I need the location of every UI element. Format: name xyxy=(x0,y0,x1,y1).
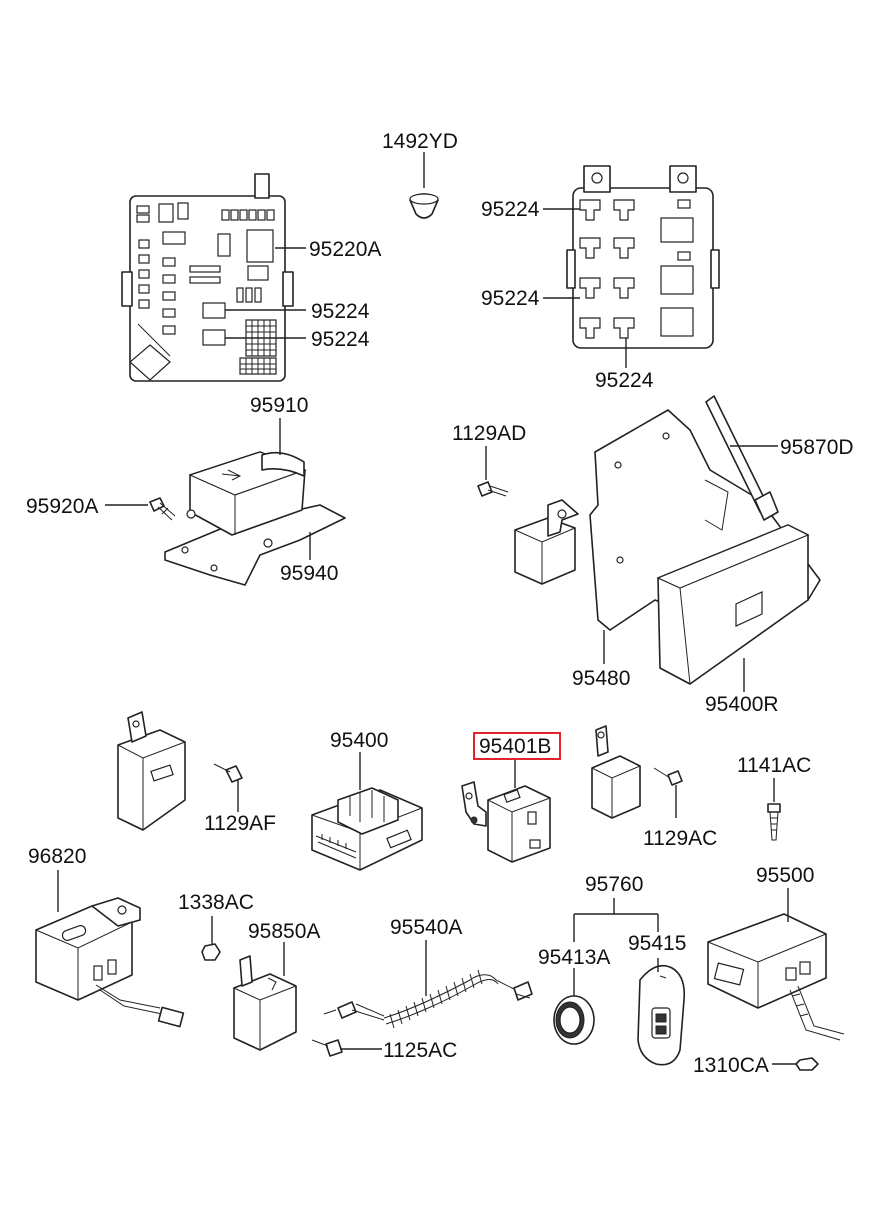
label-95224-d[interactable]: 95224 xyxy=(481,287,540,310)
relay-95401B[interactable] xyxy=(461,781,551,863)
bolt-1129AF[interactable] xyxy=(213,763,243,783)
relay-95480-side[interactable] xyxy=(514,499,579,585)
label-1129AD[interactable]: 1129AD xyxy=(452,422,526,445)
bolt-1129AC[interactable] xyxy=(653,767,683,786)
part-labels: 1492YD 95220A 95224 95224 95224 95224 95… xyxy=(26,130,854,1077)
label-1129AC[interactable]: 1129AC xyxy=(643,827,717,850)
label-95400R[interactable]: 95400R xyxy=(705,693,779,716)
unit-96820[interactable] xyxy=(35,897,185,1028)
label-95400[interactable]: 95400 xyxy=(330,729,388,752)
label-95760[interactable]: 95760 xyxy=(585,873,643,896)
junction-box-95220A[interactable] xyxy=(121,173,294,382)
label-95415[interactable]: 95415 xyxy=(628,932,686,955)
screw-95920A[interactable] xyxy=(149,497,176,521)
nut-1310CA[interactable] xyxy=(795,1057,819,1071)
label-95224-e[interactable]: 95224 xyxy=(595,369,654,392)
label-95224-c[interactable]: 95224 xyxy=(481,198,540,221)
label-95940[interactable]: 95940 xyxy=(280,562,338,585)
label-1310CA[interactable]: 1310CA xyxy=(693,1054,769,1077)
label-95224-a[interactable]: 95224 xyxy=(311,300,370,323)
label-1492YD[interactable]: 1492YD xyxy=(382,130,458,153)
label-1141AC[interactable]: 1141AC xyxy=(737,754,811,777)
relay-1129AC-unit[interactable] xyxy=(591,725,641,819)
relay-95850A[interactable] xyxy=(233,955,297,1051)
label-95413A[interactable]: 95413A xyxy=(538,946,610,969)
clip-1492YD[interactable] xyxy=(409,193,439,219)
ring-95413A[interactable] xyxy=(553,995,595,1045)
label-95220A[interactable]: 95220A xyxy=(309,238,381,261)
label-95850A[interactable]: 95850A xyxy=(248,920,320,943)
control-unit-95400R[interactable] xyxy=(656,524,810,685)
label-1129AF[interactable]: 1129AF xyxy=(204,812,276,835)
relay-box-95224[interactable] xyxy=(566,165,720,349)
bolt-1129AD[interactable] xyxy=(477,481,509,497)
module-95400[interactable] xyxy=(311,787,423,871)
label-95540A[interactable]: 95540A xyxy=(390,916,462,939)
label-95480[interactable]: 95480 xyxy=(572,667,630,690)
label-95401B[interactable]: 95401B xyxy=(479,735,551,758)
remote-95415[interactable] xyxy=(637,964,686,1066)
bolt-1125AC[interactable] xyxy=(311,1039,343,1057)
label-95920A[interactable]: 95920A xyxy=(26,495,98,518)
screw-1141AC[interactable] xyxy=(767,803,781,841)
label-95910[interactable]: 95910 xyxy=(250,394,308,417)
nut-1338AC[interactable] xyxy=(201,943,221,961)
relay-1129AF-unit[interactable] xyxy=(117,711,186,831)
module-95500[interactable] xyxy=(707,913,845,1041)
highlight-95401B xyxy=(473,732,561,760)
label-96820[interactable]: 96820 xyxy=(28,845,86,868)
label-95500[interactable]: 95500 xyxy=(756,864,814,887)
antenna-95870D[interactable] xyxy=(705,395,779,521)
module-95910-bracket-95940[interactable] xyxy=(164,451,346,586)
label-1125AC[interactable]: 1125AC xyxy=(383,1039,457,1062)
cable-95540A[interactable] xyxy=(323,969,533,1029)
label-95870D[interactable]: 95870D xyxy=(780,436,854,459)
label-95224-b[interactable]: 95224 xyxy=(311,328,370,351)
label-1338AC[interactable]: 1338AC xyxy=(178,891,254,914)
